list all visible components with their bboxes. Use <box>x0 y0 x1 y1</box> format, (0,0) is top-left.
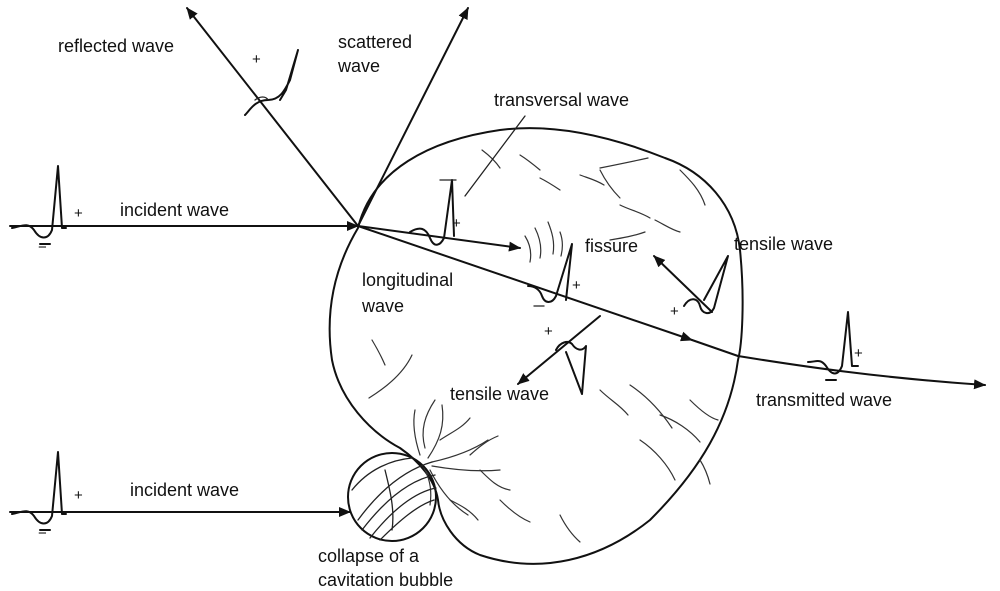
label-incident-wave-top: incident wave <box>120 200 229 220</box>
transversal-wave-arrow <box>357 225 521 252</box>
pulse-tensile-center <box>555 341 587 395</box>
label-incident-wave-bottom: incident wave <box>130 480 239 500</box>
cavitation-bubble <box>347 452 437 542</box>
label-collapse-line1: collapse of a <box>318 546 420 566</box>
label-collapse-line2: cavitation bubble <box>318 570 453 590</box>
label-scattered-wave-line1: scattered <box>338 32 412 52</box>
sign-plus-incident-top: + <box>74 205 83 222</box>
longitudinal-wave-arrow <box>357 225 693 342</box>
label-transmitted-wave: transmitted wave <box>756 390 892 410</box>
sign-plus-incident-bottom: + <box>74 487 83 504</box>
tensile-wave-right-arrow <box>653 255 713 313</box>
pulse-transversal <box>409 179 457 246</box>
label-transversal-wave: transversal wave <box>494 90 629 110</box>
pulse-incident-top <box>11 165 67 245</box>
sign-plus-tensile-right: + <box>670 303 679 320</box>
sign-plus-longitudinal: + <box>572 277 581 294</box>
sign-minus-incident-bottom: − <box>38 525 47 542</box>
label-scattered-wave-line2: wave <box>337 56 380 76</box>
stone-cracks <box>368 149 719 543</box>
pulse-incident-bottom <box>11 451 67 531</box>
transmitted-wave-arrow <box>737 355 986 390</box>
transversal-pointer <box>464 115 526 197</box>
label-longitudinal-line1: longitudinal <box>362 270 453 290</box>
longitudinal-wave-line <box>691 339 739 357</box>
bubble-fractures <box>413 399 511 521</box>
scattered-wave-arrow <box>357 7 469 227</box>
pulse-tensile-right <box>683 255 729 314</box>
label-tensile-wave-center: tensile wave <box>450 384 549 404</box>
pulse-reflected <box>244 49 299 116</box>
sign-plus-reflected: + <box>252 51 261 68</box>
tensile-wave-center-arrow <box>517 315 601 385</box>
reflected-wave-arrow <box>186 7 359 227</box>
pulse-transmitted <box>807 311 859 381</box>
label-longitudinal-line2: wave <box>361 296 404 316</box>
kidney-stone-outline <box>328 127 744 565</box>
sign-plus-tensile-center: + <box>544 323 553 340</box>
sign-minus-incident-top: − <box>38 239 47 256</box>
sign-plus-transversal: + <box>452 215 461 232</box>
sign-plus-transmitted: + <box>854 345 863 362</box>
label-fissure: fissure <box>585 236 638 256</box>
pulse-longitudinal <box>527 243 573 307</box>
label-tensile-wave-right: tensile wave <box>734 234 833 254</box>
label-reflected-wave: reflected wave <box>58 36 174 56</box>
